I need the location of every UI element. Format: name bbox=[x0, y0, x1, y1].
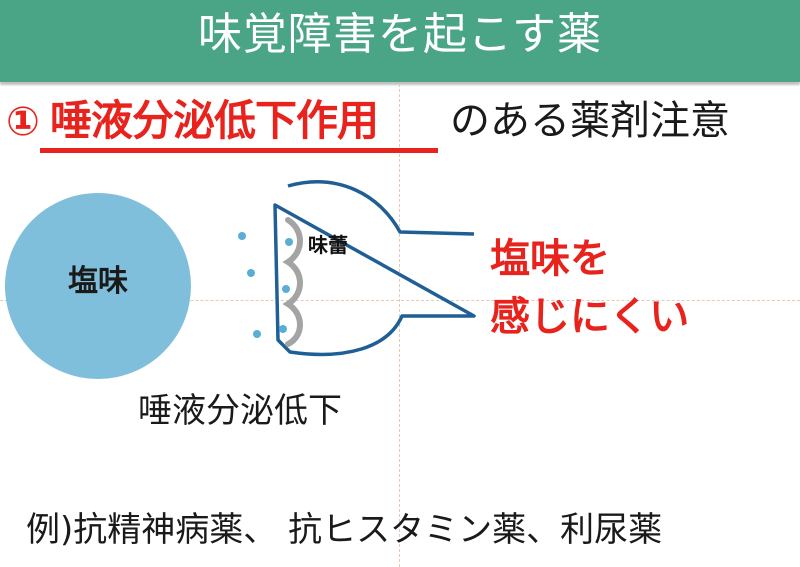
saliva-dot bbox=[282, 285, 290, 293]
saliva-dot bbox=[238, 232, 246, 240]
taste-bud-label: 味蕾 bbox=[308, 233, 348, 257]
subtitle-emphasis: 唾液分泌低下作用 bbox=[50, 96, 379, 145]
salt-circle bbox=[5, 193, 191, 379]
subtitle-rest: のある薬剤注意 bbox=[450, 98, 730, 144]
subtitle-number: ① bbox=[6, 99, 40, 145]
title-bar: 味覚障害を起こす薬 bbox=[0, 0, 800, 82]
saliva-dot bbox=[253, 330, 261, 338]
saliva-label: 唾液分泌低下 bbox=[138, 391, 342, 431]
guide-line-horizontal bbox=[0, 300, 800, 301]
hard-to-taste-text: 塩味を 感じにくい bbox=[490, 230, 689, 346]
taste-bud-bumps bbox=[282, 217, 303, 347]
saliva-dot bbox=[285, 238, 293, 246]
taste-bud-outline bbox=[273, 180, 476, 357]
salt-label: 塩味 bbox=[68, 264, 128, 299]
example-drugs: 例)抗精神病薬、 抗ヒスタミン薬、利尿薬 bbox=[26, 510, 663, 550]
page-title: 味覚障害を起こす薬 bbox=[197, 9, 603, 60]
saliva-dot bbox=[279, 325, 287, 333]
hard-to-taste-line-1: 塩味を bbox=[490, 236, 610, 282]
saliva-dot bbox=[247, 269, 255, 277]
hard-to-taste-line-2: 感じにくい bbox=[490, 294, 690, 340]
guide-line-vertical bbox=[399, 84, 400, 567]
emphasis-underline bbox=[40, 148, 438, 153]
